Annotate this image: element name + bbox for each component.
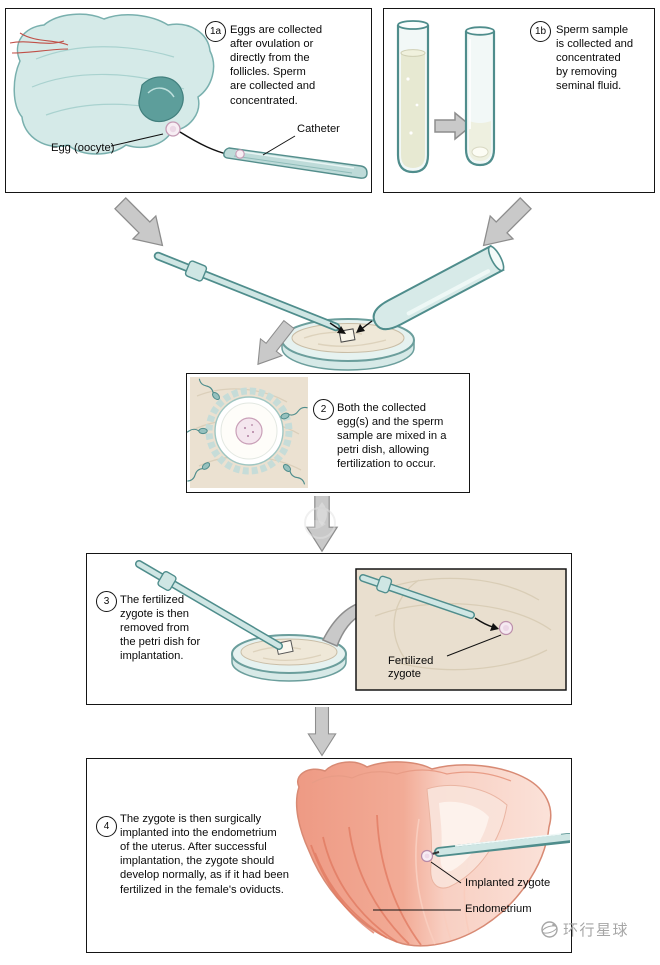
petri-dish-icon: [231, 634, 347, 682]
step-badge-2: 2: [313, 399, 334, 420]
test-tubes-illustration: [396, 20, 496, 174]
globe-icon: [541, 921, 558, 938]
petri-dish-icon: [281, 318, 415, 371]
panel-step-3: 3 The fertilized zygote is then removed …: [86, 553, 572, 705]
implantation-catheter-icon: [431, 833, 570, 857]
panel-step-2: 2 Both the collected egg(s) and the sper…: [186, 373, 470, 493]
sperm-icon: [282, 464, 306, 485]
ovary-catheter-illustration: [9, 13, 368, 179]
arrow-right-icon: [434, 111, 473, 141]
arrow-from-1b: [482, 197, 532, 247]
implanted-zygote-icon: [420, 849, 434, 863]
sperm-icon: [280, 406, 308, 420]
fertilized-zygote-label: Fertilized zygote: [388, 655, 434, 681]
implanted-zygote-label: Implanted zygote: [465, 877, 551, 889]
step-badge-1a: 1a: [205, 21, 226, 42]
egg-cell-icon: [205, 387, 293, 475]
step-badge-4: 4: [96, 816, 117, 837]
zygote-label-line: [446, 634, 502, 657]
sperm-icon: [187, 427, 208, 435]
uterus-implantation-illustration: [295, 761, 570, 947]
test-tube-full-icon: [396, 20, 430, 174]
egg-label-line: [110, 133, 164, 147]
test-tube-concentrated-icon: [464, 26, 496, 167]
fertilization-illustration: [187, 377, 308, 488]
pipette-icon: [135, 560, 283, 650]
sperm-icon: [198, 378, 220, 401]
inset-box: [355, 568, 567, 691]
arrow-to-step2: [257, 319, 295, 366]
arrow-step3-to-step4: [307, 707, 337, 757]
watermark-text: 环行星球: [563, 922, 630, 939]
mixing-illustration: [114, 197, 532, 371]
catheter-icon: [153, 251, 341, 332]
catheter-icon: [223, 147, 368, 179]
inset-pipette-icon: [359, 574, 475, 619]
panel-step-1a: 1a Eggs are collected after ovulation or…: [5, 8, 372, 193]
panel-step-4: 4 The zygote is then surgically implante…: [86, 758, 572, 953]
blood-vessels-icon: [9, 32, 69, 54]
arrow-from-1a: [114, 197, 164, 247]
watermark-faint-icon: [300, 502, 336, 539]
step-badge-3: 3: [96, 591, 117, 612]
endometrium-label: Endometrium: [465, 903, 532, 915]
step-1a-text: Eggs are collected after ovulation or di…: [230, 24, 323, 107]
test-tube-icon: [372, 244, 505, 331]
fimbriae-ovary-icon: [9, 13, 215, 155]
step-3-text: The fertilized zygote is then removed fr…: [120, 594, 201, 663]
arrow-step2-to-step3: [300, 496, 339, 553]
step-1b-text: Sperm sample is collected and concentrat…: [556, 24, 634, 93]
catheter-label: Catheter: [297, 123, 340, 135]
step-4-text: The zygote is then surgically implanted …: [120, 813, 289, 896]
fertilized-zygote-icon: [498, 620, 514, 636]
zygote-removal-illustration: [135, 560, 567, 691]
egg-label: Egg (oocyte): [51, 142, 115, 154]
catheter-label-line: [262, 135, 296, 156]
panel-step-1b: 1b Sperm sample is collected and concent…: [383, 8, 655, 193]
implanted-zygote-label-line: [430, 861, 462, 884]
step-badge-1b: 1b: [530, 21, 551, 42]
step-2-text: Both the collected egg(s) and the sperm …: [337, 402, 447, 471]
sperm-icon: [187, 462, 211, 482]
watermark: 环行星球: [540, 919, 629, 940]
egg-icon: [165, 121, 181, 137]
